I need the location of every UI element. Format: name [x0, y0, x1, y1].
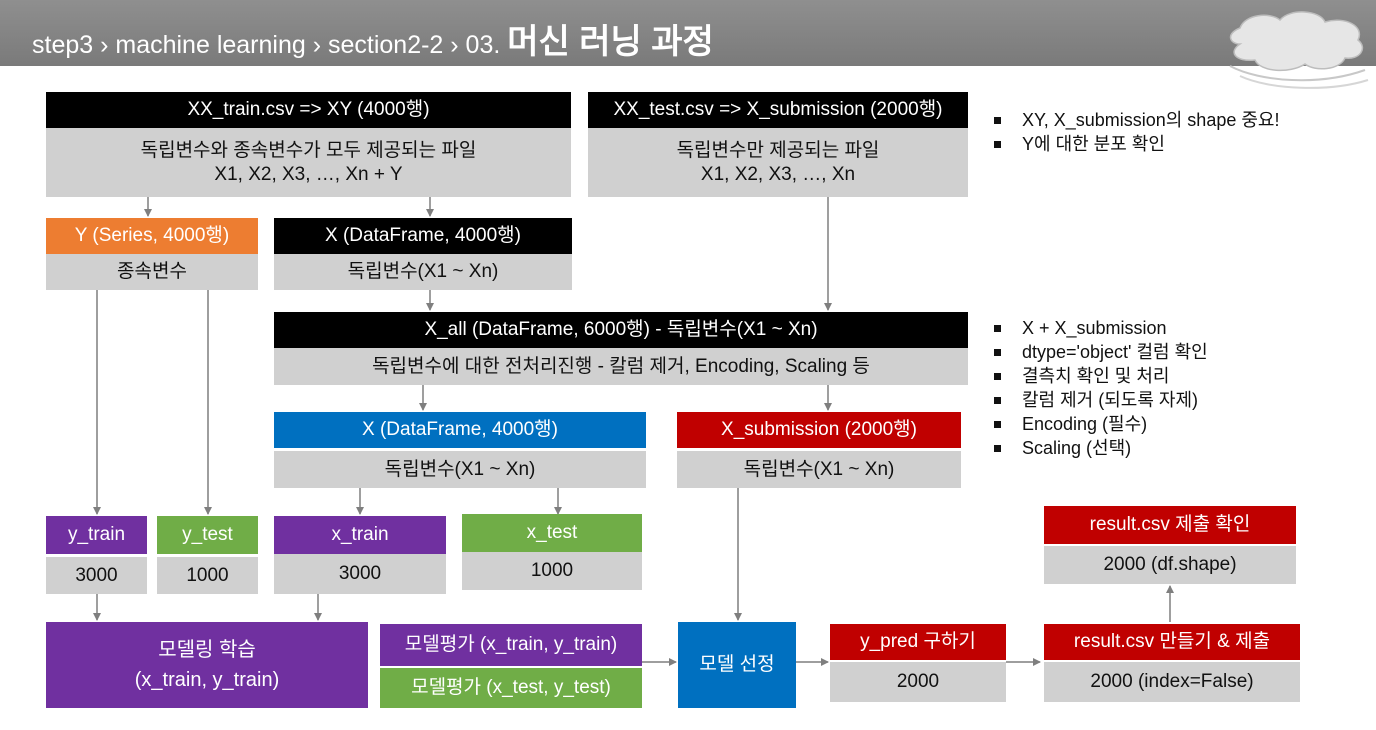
note-item: X + X_submission	[990, 316, 1208, 340]
train-file-header: XX_train.csv => XY (4000행)	[46, 92, 571, 128]
y-pred-value: 2000	[830, 662, 1006, 702]
notes-top: XY, X_submission의 shape 중요! Y에 대한 분포 확인	[990, 108, 1279, 156]
test-file-desc: 독립변수만 제공되는 파일 X1, X2, X3, …, Xn	[588, 128, 968, 197]
x-test-value: 1000	[462, 552, 642, 590]
y-series-desc: 종속변수	[46, 254, 258, 290]
y-test-header: y_test	[157, 516, 258, 554]
note-item: Y에 대한 분포 확인	[990, 132, 1279, 156]
modeling-line1: 모델링 학습	[158, 639, 256, 661]
modeling-box: 모델링 학습 (x_train, y_train)	[46, 622, 368, 708]
note-item: XY, X_submission의 shape 중요!	[990, 108, 1279, 132]
train-file-desc-line1: 독립변수와 종속변수가 모두 제공되는 파일	[140, 139, 477, 161]
eval-train-box: 모델평가 (x_train, y_train)	[380, 624, 642, 666]
note-item: Encoding (필수)	[990, 412, 1208, 436]
x-submission-desc: 독립변수(X1 ~ Xn)	[677, 451, 961, 488]
train-file-desc: 독립변수와 종속변수가 모두 제공되는 파일 X1, X2, X3, …, Xn…	[46, 128, 571, 197]
x-all-desc: 독립변수에 대한 전처리진행 - 칼럼 제거, Encoding, Scalin…	[274, 348, 968, 385]
note-item: Scaling (선택)	[990, 436, 1208, 460]
breadcrumb: step3 › machine learning › section2-2 › …	[32, 31, 501, 59]
note-item: dtype='object' 컬럼 확인	[990, 340, 1208, 364]
x-train-header: x_train	[274, 516, 446, 554]
train-file-desc-line2: X1, X2, X3, …, Xn + Y	[214, 163, 403, 185]
y-series-header: Y (Series, 4000행)	[46, 218, 258, 254]
x-processed-header: X (DataFrame, 4000행)	[274, 412, 646, 448]
model-select-box: 모델 선정	[678, 622, 796, 708]
y-train-header: y_train	[46, 516, 147, 554]
test-file-desc-line1: 독립변수만 제공되는 파일	[676, 139, 880, 161]
x-train-value: 3000	[274, 554, 446, 594]
notes-mid: X + X_submission dtype='object' 컬럼 확인 결측…	[990, 316, 1208, 460]
x-submission-header: X_submission (2000행)	[677, 412, 961, 448]
test-file-desc-line2: X1, X2, X3, …, Xn	[700, 163, 856, 185]
x-all-header: X_all (DataFrame, 6000행) - 독립변수(X1 ~ Xn)	[274, 312, 968, 348]
x-processed-desc: 독립변수(X1 ~ Xn)	[274, 451, 646, 488]
result-make-header: result.csv 만들기 & 제출	[1044, 624, 1300, 660]
header-bar: step3 › machine learning › section2-2 › …	[0, 0, 1376, 66]
y-pred-header: y_pred 구하기	[830, 624, 1006, 660]
page-title: step3 › machine learning › section2-2 › …	[32, 14, 714, 63]
x-test-header: x_test	[462, 514, 642, 552]
eval-test-box: 모델평가 (x_test, y_test)	[380, 668, 642, 708]
x-frame-desc: 독립변수(X1 ~ Xn)	[274, 254, 572, 290]
page-heading: 머신 러닝 과정	[507, 23, 714, 61]
result-check-value: 2000 (df.shape)	[1044, 546, 1296, 584]
test-file-header: XX_test.csv => X_submission (2000행)	[588, 92, 968, 128]
y-test-value: 1000	[157, 557, 258, 594]
note-item: 칼럼 제거 (되도록 자제)	[990, 388, 1208, 412]
x-frame-header: X (DataFrame, 4000행)	[274, 218, 572, 254]
note-item: 결측치 확인 및 처리	[990, 364, 1208, 388]
modeling-line2: (x_train, y_train)	[134, 669, 280, 691]
result-check-header: result.csv 제출 확인	[1044, 506, 1296, 544]
y-train-value: 3000	[46, 557, 147, 594]
cloud-icon	[1229, 11, 1369, 89]
result-make-value: 2000 (index=False)	[1044, 662, 1300, 702]
